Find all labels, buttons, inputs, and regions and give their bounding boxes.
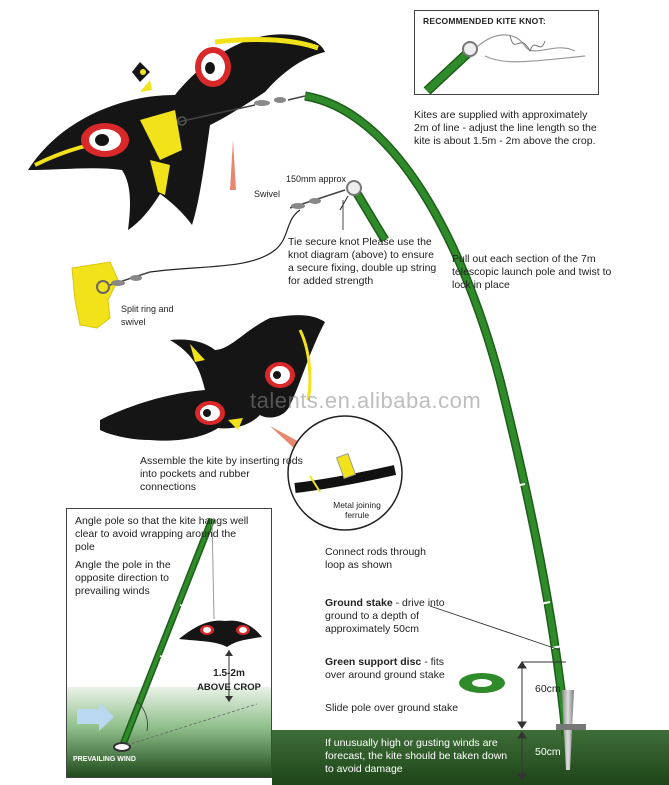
ferrule-label: Metal joining ferrule <box>333 500 381 520</box>
motion-mark <box>230 140 236 190</box>
dimension-markers <box>517 661 527 781</box>
kite-swivel-chain <box>177 95 306 126</box>
support-disc-note: Green support disc - fits over around gr… <box>325 656 465 682</box>
ground-stake-text: - drive into ground to a depth of approx… <box>325 597 445 635</box>
knot-illustration <box>423 34 586 94</box>
approx-150-label: 150mm approx <box>286 174 347 184</box>
watermark: talents.en.alibaba.com <box>250 388 482 413</box>
kite-line-note: Kites are supplied with approximately 2m… <box>414 109 597 147</box>
recommended-knot-box: RECOMMENDED KITE KNOT: <box>414 10 599 95</box>
dim-60-label: 60cm <box>535 683 561 695</box>
prevailing-wind-label: PREVAILING WIND <box>73 756 136 763</box>
pull-out-note: Pull out each section of the 7m telescop… <box>452 253 612 291</box>
inset-illustration <box>67 517 271 777</box>
angle-inset-panel: Angle pole so that the kite hangs well c… <box>66 508 272 778</box>
inset-height-range: 1.5-2m <box>213 668 245 679</box>
support-disc-text: - fits over around ground stake <box>325 656 445 681</box>
telescopic-pole <box>304 91 571 736</box>
knot-rod-detail <box>339 180 389 243</box>
inset-angle-kite-note: Angle pole so that the kite hangs well c… <box>75 515 249 553</box>
ground-strip <box>272 730 669 785</box>
leader-lines <box>342 200 566 663</box>
ground-stake-title: Ground stake <box>325 597 393 609</box>
inset-height-label: ABOVE CROP <box>197 682 261 693</box>
small-kite <box>100 315 325 441</box>
inset-angle-opposite-note: Angle the pole in the opposite direction… <box>75 559 171 597</box>
assemble-note: Assemble the kite by inserting rods into… <box>140 455 303 493</box>
ground-stake <box>556 690 586 770</box>
ferrule-detail <box>287 415 403 531</box>
slide-pole-note: Slide pole over ground stake <box>325 702 459 714</box>
support-disc-title: Green support disc <box>325 656 422 668</box>
split-ring-label: Split ring and swivel <box>121 304 174 327</box>
split-ring-assembly <box>71 261 151 329</box>
swivel-assembly <box>289 189 346 209</box>
connect-rods-note: Connect rods through loop as shown <box>325 546 426 571</box>
knot-box-title: RECOMMENDED KITE KNOT: <box>423 16 546 26</box>
large-kite <box>28 34 325 231</box>
ground-stake-note: Ground stake - drive into ground to a de… <box>325 597 465 636</box>
swivel-label: Swivel <box>254 189 281 199</box>
kite-string <box>149 209 301 273</box>
dim-50-label: 50cm <box>535 746 561 758</box>
gusting-note: If unusually high or gusting winds are f… <box>325 737 508 775</box>
tie-knot-note: Tie secure knot Please use the knot diag… <box>288 236 437 287</box>
